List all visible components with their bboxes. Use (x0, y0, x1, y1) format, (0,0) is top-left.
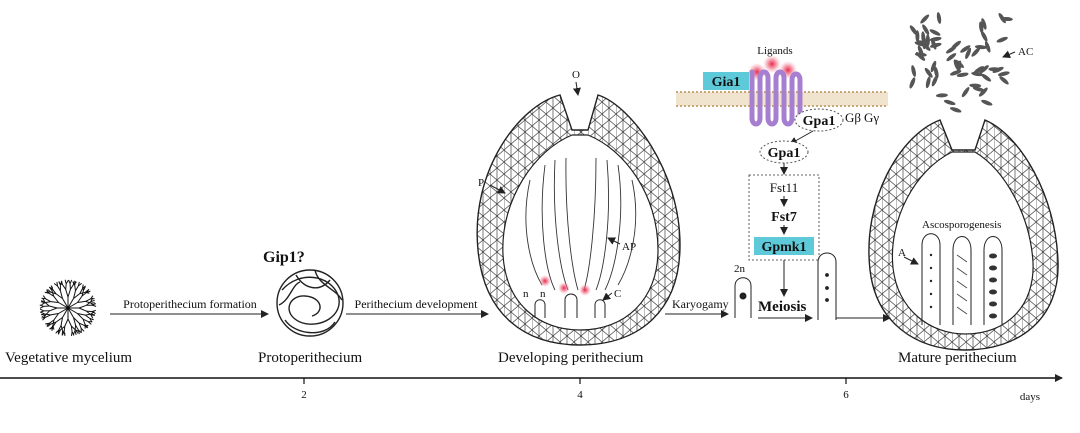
label-nucleus-1: n (523, 288, 529, 300)
label-perithecium-development: Perithecium development (355, 297, 479, 311)
label-ascospores: AC (1018, 46, 1033, 58)
label-paraphyses: AP (622, 241, 636, 253)
gpmk1-highlight (754, 237, 814, 255)
ligand-glow (763, 55, 781, 73)
stage-label-developing: Developing perithecium (498, 350, 644, 366)
tick-label-2: 2 (301, 389, 307, 401)
protein-fst11: Fst11 (770, 180, 798, 195)
developing-perithecium-icon (476, 81, 681, 346)
label-karyogamy: Karyogamy (672, 297, 729, 311)
label-ascosporogenesis: Ascosporogenesis (922, 219, 1001, 231)
stage-label-mature: Mature perithecium (898, 350, 1017, 366)
label-peridium: P (478, 177, 484, 189)
stage-label-vegetative: Vegetative mycelium (5, 350, 132, 366)
stage-label-protoperithecium: Protoperithecium (258, 350, 362, 366)
protein-gbeta: Gβ (845, 110, 861, 125)
ligand-glow (558, 282, 570, 294)
meiotic-ascus-icon (817, 252, 837, 320)
tick-label-6: 6 (843, 389, 849, 401)
label-ostiole: O (572, 69, 580, 81)
timeline: 2 4 6 days (0, 374, 1063, 403)
protein-gia1: Gia1 (712, 75, 741, 90)
timeline-unit: days (1020, 391, 1040, 403)
label-crozier: C (614, 288, 621, 300)
label-nucleus-2: n (540, 288, 546, 300)
mature-perithecium-icon (868, 119, 1059, 351)
protein-fst7: Fst7 (771, 210, 797, 225)
protein-gpa1-membrane: Gpa1 (803, 114, 836, 129)
diploid-ascus-icon (734, 277, 752, 318)
protein-gpmk1: Gpmk1 (761, 240, 806, 255)
label-protoperithecium-formation: Protoperithecium formation (123, 297, 257, 311)
coiled-hyphae-icon (276, 269, 344, 337)
ascospore-cloud-icon (909, 12, 1013, 113)
protein-gip1: Gip1? (263, 249, 305, 266)
ligand-glow (539, 275, 551, 287)
label-ligands: Ligands (757, 45, 792, 57)
label-ascus: A (898, 247, 906, 259)
gia1-highlight (703, 72, 749, 90)
tick-label-4: 4 (577, 389, 583, 401)
mycelium-icon (39, 279, 97, 337)
ligand-glow (579, 284, 591, 296)
label-diploid: 2n (734, 263, 746, 275)
label-meiosis: Meiosis (758, 299, 806, 315)
protein-gpa1-free: Gpa1 (768, 146, 801, 161)
protein-ggamma: Gγ (864, 110, 879, 125)
receptor-icon (749, 69, 803, 127)
signaling-panel: Gia1 Ligands Gpa1 Gβ Gγ Gpa1 Fst11 Fst7 … (676, 45, 888, 297)
